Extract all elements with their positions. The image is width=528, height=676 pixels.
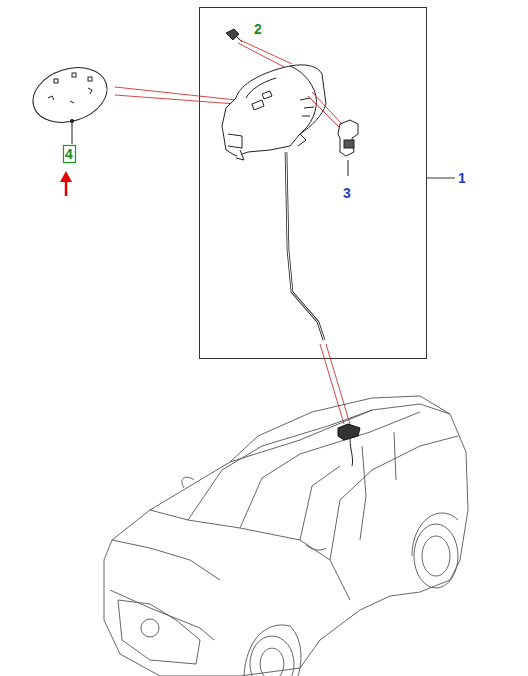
- actuator: [338, 120, 358, 176]
- relation-line: [326, 344, 350, 424]
- relation-line: [238, 43, 286, 68]
- callout-number: 2: [253, 21, 263, 37]
- relation-line: [320, 344, 344, 424]
- callout-number: 4: [64, 146, 74, 162]
- relation-line: [312, 92, 342, 124]
- relation-line: [240, 40, 292, 64]
- leader-line: [426, 178, 455, 179]
- cable: [286, 152, 324, 340]
- relation-line: [308, 96, 340, 128]
- filler-cap: [26, 59, 114, 144]
- callout-number: 3: [342, 185, 352, 201]
- relation-line: [115, 95, 236, 104]
- vehicle: [104, 396, 468, 676]
- callout-number: 1: [457, 170, 467, 186]
- cable: [286, 152, 324, 340]
- filler-housing: [222, 65, 326, 160]
- cable-connector: [338, 424, 360, 466]
- callout-highlight: [64, 146, 76, 163]
- relation-line: [115, 87, 236, 100]
- red-arrow: [60, 171, 72, 196]
- screw: [226, 29, 242, 42]
- group-frame: [200, 8, 427, 359]
